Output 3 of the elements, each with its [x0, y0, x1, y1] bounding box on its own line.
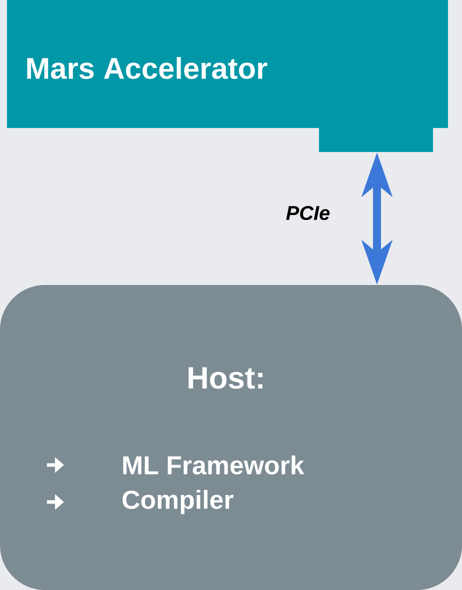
edge-label: PCIe — [284, 204, 332, 222]
accelerator-box: Mars Accelerator — [7, 0, 448, 152]
host-box: Host: ML Framework Compiler — [0, 285, 462, 590]
